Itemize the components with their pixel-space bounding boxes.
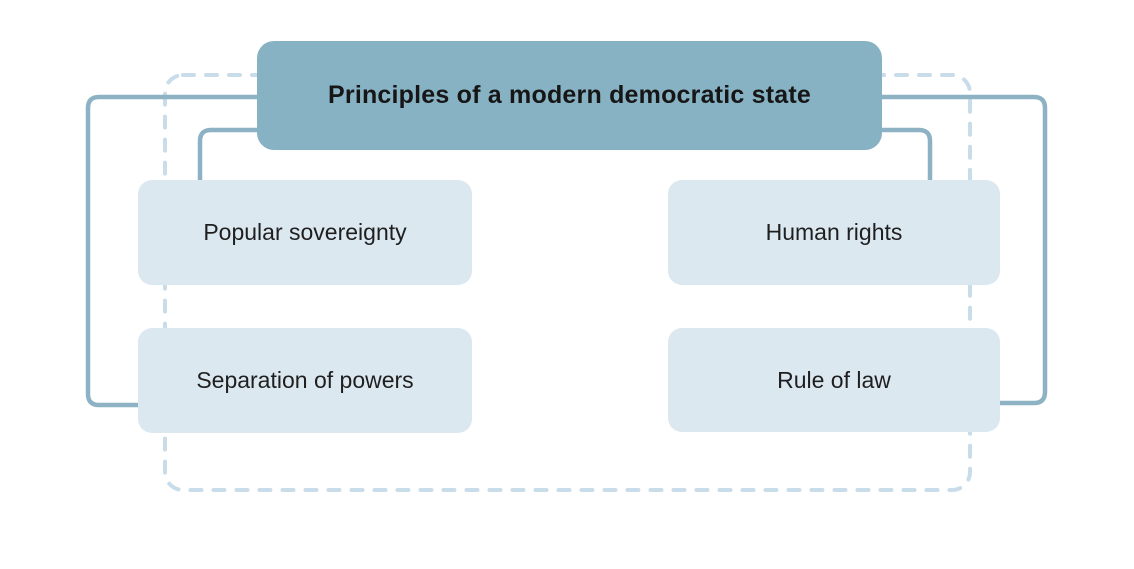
connector-title-to-popular-sovereignty	[197, 127, 257, 181]
node-popular-sovereignty: Popular sovereignty	[138, 180, 472, 285]
node-separation-of-powers: Separation of powers	[138, 328, 472, 433]
node-label: Popular sovereignty	[203, 219, 407, 245]
connector-title-to-rule-of-law	[882, 94, 1048, 406]
connector-title-to-separation-of-powers	[85, 94, 257, 408]
title-node: Principles of a modern democratic state	[257, 41, 882, 150]
connector-title-to-human-rights	[882, 127, 933, 181]
node-label: Rule of law	[777, 366, 891, 393]
node-label: Human rights	[765, 219, 903, 245]
node-label: Separation of powers	[196, 367, 414, 393]
title-node-label: Principles of a modern democratic state	[328, 81, 811, 109]
node-rule-of-law: Rule of law	[668, 328, 1000, 432]
node-human-rights: Human rights	[668, 180, 1000, 285]
